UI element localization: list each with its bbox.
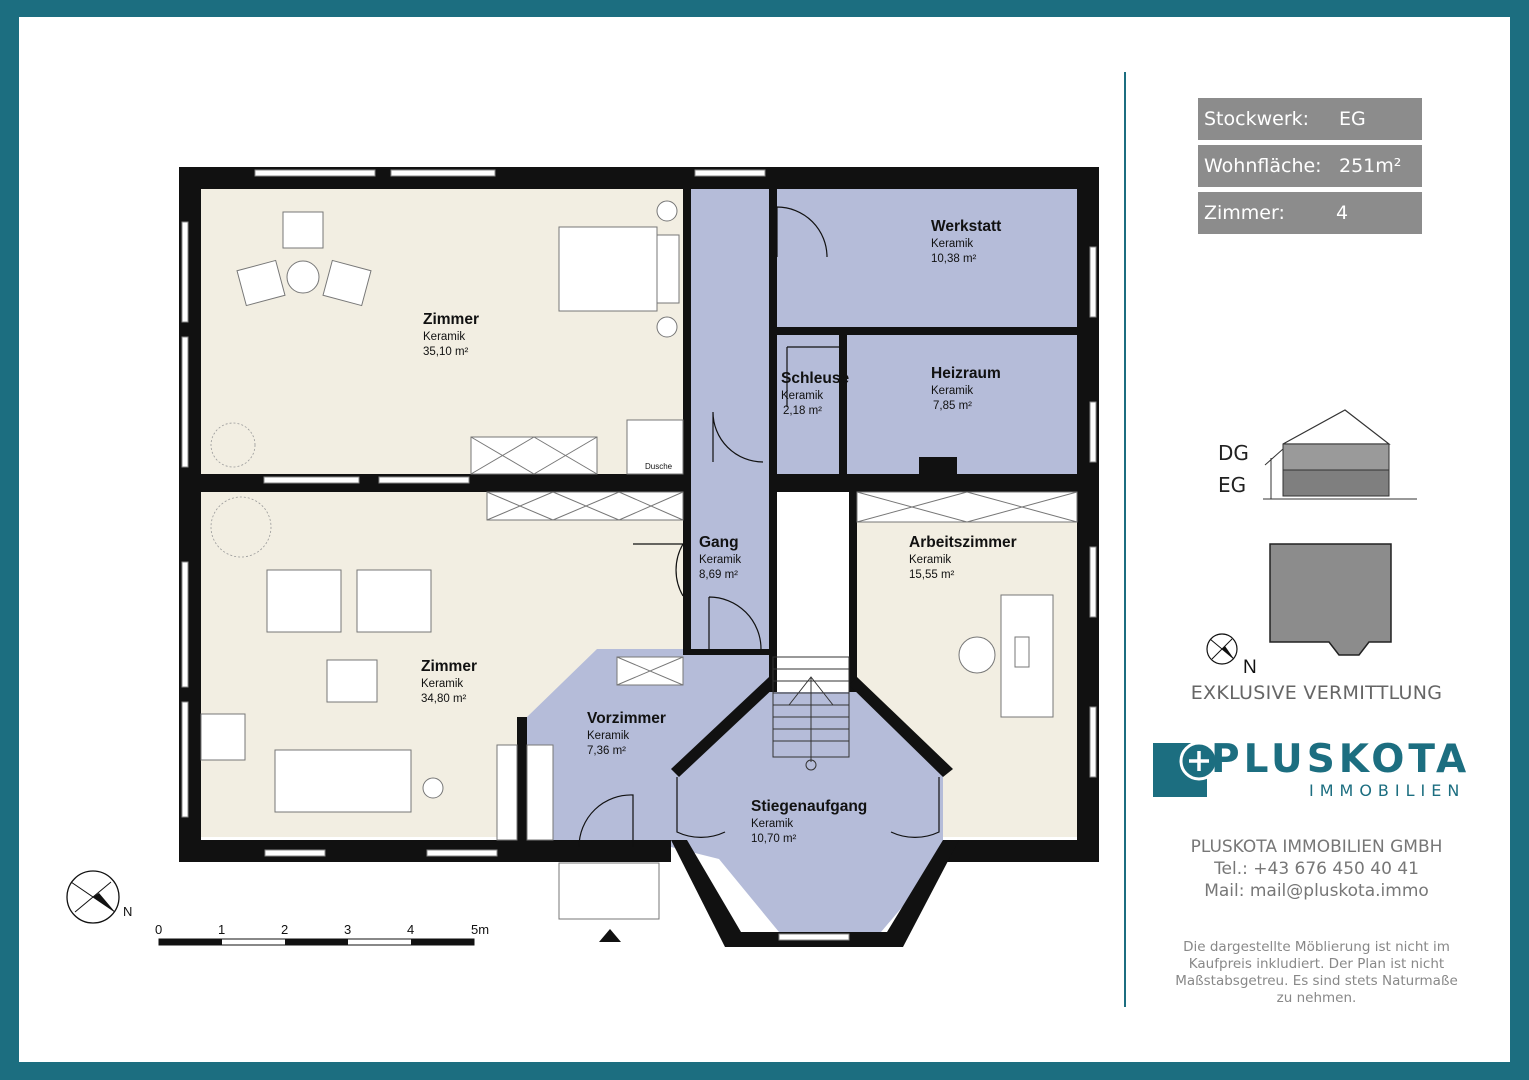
disclaimer: Die dargestellte Möblierung ist nicht im… <box>1175 939 1458 1006</box>
info-label: Zimmer: <box>1204 202 1285 224</box>
room-werkstatt: Werkstatt Keramik 10,38 m² <box>931 218 1001 265</box>
room-material: Keramik <box>699 554 741 566</box>
info-label: Wohnfläche: <box>1204 155 1322 177</box>
level-label-eg: EG <box>1218 473 1247 497</box>
room-zimmer-2: Zimmer Keramik 34,80 m² <box>421 658 477 705</box>
shower-icon <box>626 419 684 475</box>
sofa-icon <box>266 569 342 633</box>
armchair-icon <box>282 211 324 249</box>
room-gang: Gang Keramik 8,69 m² <box>699 534 741 581</box>
room-fill-werkstatt <box>771 189 1077 327</box>
mail: Mail: mail@pluskota.immo <box>1204 881 1429 901</box>
info-value: 251m² <box>1339 155 1402 177</box>
room-name: Arbeitszimmer <box>909 534 1017 551</box>
entrance-step <box>558 862 660 920</box>
brand-name: PLUSKOTA <box>1211 737 1471 782</box>
office-chair-icon <box>958 636 996 674</box>
info-label: Stockwerk: <box>1204 108 1310 130</box>
room-name: Zimmer <box>423 311 479 328</box>
brand-sub: IMMOBILIEN <box>1309 781 1466 800</box>
north-label: N <box>1243 657 1257 678</box>
north-label: N <box>123 904 132 919</box>
room-material: Keramik <box>587 730 629 742</box>
room-area: 10,38 m² <box>931 253 977 265</box>
stairwell-void <box>777 492 849 692</box>
table-icon <box>326 659 378 703</box>
room-area: 7,36 m² <box>587 745 626 757</box>
scale-tick: 0 <box>155 922 162 937</box>
scale-bar: 0 1 2 3 4 5m <box>155 922 489 946</box>
plant-icon <box>210 422 272 558</box>
room-material: Keramik <box>781 390 823 402</box>
sheet: Zimmer Keramik 35,10 m² Zimmer Keramik 3… <box>19 17 1510 1062</box>
house-section-icon <box>1263 409 1417 500</box>
room-name: Vorzimmer <box>587 710 666 727</box>
doors <box>578 206 940 848</box>
room-material: Keramik <box>909 554 951 566</box>
compass-small-icon: N <box>1206 633 1257 678</box>
shower-label: Dusche <box>645 462 673 471</box>
room-material: Keramik <box>421 678 463 690</box>
room-material: Keramik <box>751 818 793 830</box>
windows <box>181 169 1097 941</box>
scale-tick: 2 <box>281 922 288 937</box>
cabinet-icon <box>470 436 598 475</box>
room-zimmer-1: Zimmer Keramik 35,10 m² <box>423 311 479 358</box>
level-label-dg: DG <box>1218 441 1249 465</box>
room-material: Keramik <box>931 385 973 397</box>
furniture <box>200 200 1078 920</box>
floor-plan: Zimmer Keramik 35,10 m² Zimmer Keramik 3… <box>66 167 1417 947</box>
info-value: EG <box>1339 108 1366 130</box>
room-name: Zimmer <box>421 658 477 675</box>
scale-tick: 3 <box>344 922 351 937</box>
walls <box>179 167 1099 947</box>
divider <box>1124 72 1126 1007</box>
bed-icon <box>558 226 658 312</box>
exclusive-label: EXKLUSIVE VERMITTLUNG <box>1190 682 1443 704</box>
scale-tick: 4 <box>407 922 414 937</box>
room-fill-gang <box>691 189 769 649</box>
room-fill-heizraum <box>847 335 1077 475</box>
room-labels: Zimmer Keramik 35,10 m² Zimmer Keramik 3… <box>421 218 1017 845</box>
room-schleuse: Schleuse Keramik 2,18 m² <box>781 370 849 417</box>
logo-mark-icon <box>1153 741 1219 797</box>
scale-tick: 1 <box>218 922 225 937</box>
room-area: 2,18 m² <box>783 405 822 417</box>
room-vorzimmer: Vorzimmer Keramik 7,36 m² <box>587 710 666 757</box>
room-material: Keramik <box>931 238 973 250</box>
room-fill-schleuse <box>771 335 839 475</box>
round-table-icon <box>286 260 320 294</box>
couch-icon <box>274 749 412 813</box>
footprint-icon <box>1269 543 1392 656</box>
compass-icon: N <box>66 870 132 924</box>
room-area: 34,80 m² <box>421 693 467 705</box>
room-area: 8,69 m² <box>699 569 738 581</box>
room-name: Gang <box>699 534 739 551</box>
room-arbeitszimmer: Arbeitszimmer Keramik 15,55 m² <box>909 534 1017 581</box>
entrance-arrow-icon <box>599 929 621 942</box>
room-area: 10,70 m² <box>751 833 797 845</box>
room-stiegenaufgang: Stiegenaufgang Keramik 10,70 m² <box>751 798 867 845</box>
room-name: Werkstatt <box>931 218 1001 235</box>
room-heizraum: Heizraum Keramik 7,85 m² <box>931 365 1001 412</box>
room-name: Schleuse <box>781 370 849 387</box>
room-material: Keramik <box>423 331 465 343</box>
scale-tick: 5m <box>471 922 489 937</box>
info-floor: Stockwerk: EG <box>1198 98 1422 140</box>
room-name: Heizraum <box>931 365 1001 382</box>
room-fill-vorzimmer <box>527 649 769 849</box>
room-area: 15,55 m² <box>909 569 955 581</box>
room-area: 35,10 m² <box>423 346 469 358</box>
info-value: 4 <box>1336 202 1349 224</box>
stairs <box>772 656 850 771</box>
company-name: PLUSKOTA IMMOBILIEN GMBH <box>1190 837 1443 857</box>
room-area: 7,85 m² <box>933 400 972 412</box>
phone: Tel.: +43 676 450 40 41 <box>1214 859 1419 879</box>
info-area: Wohnfläche: 251m² <box>1198 145 1422 187</box>
info-rooms: Zimmer: 4 <box>1198 192 1422 234</box>
room-name: Stiegenaufgang <box>751 798 867 815</box>
